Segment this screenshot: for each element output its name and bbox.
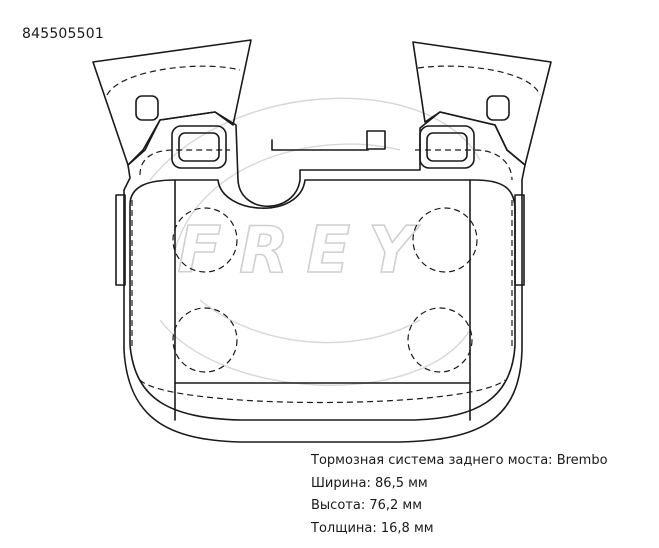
part-number: 845505501 xyxy=(22,26,104,42)
friction-pad xyxy=(129,179,516,421)
specifications-list: Тормозная система заднего моста: Brembo … xyxy=(311,450,608,540)
frey-watermark: FREY xyxy=(149,97,481,386)
left-upper-piston xyxy=(172,207,238,273)
watermark-text: FREY xyxy=(177,214,432,288)
right-locator-boss xyxy=(419,125,475,169)
right-lower-piston xyxy=(407,307,473,373)
right-upper-piston xyxy=(412,207,478,273)
spec-width: Ширина: 86,5 мм xyxy=(311,475,428,491)
left-lower-piston xyxy=(172,307,238,373)
spec-brake-system: Тормозная система заднего моста: Brembo xyxy=(311,453,608,468)
spec-height: Высота: 76,2 мм xyxy=(311,498,423,513)
right-lug xyxy=(412,41,552,166)
backing-plate xyxy=(123,111,526,443)
spec-thickness: Толщина: 16,8 мм xyxy=(311,520,434,536)
left-locator-boss xyxy=(171,125,227,169)
wear-indicator xyxy=(366,130,386,150)
